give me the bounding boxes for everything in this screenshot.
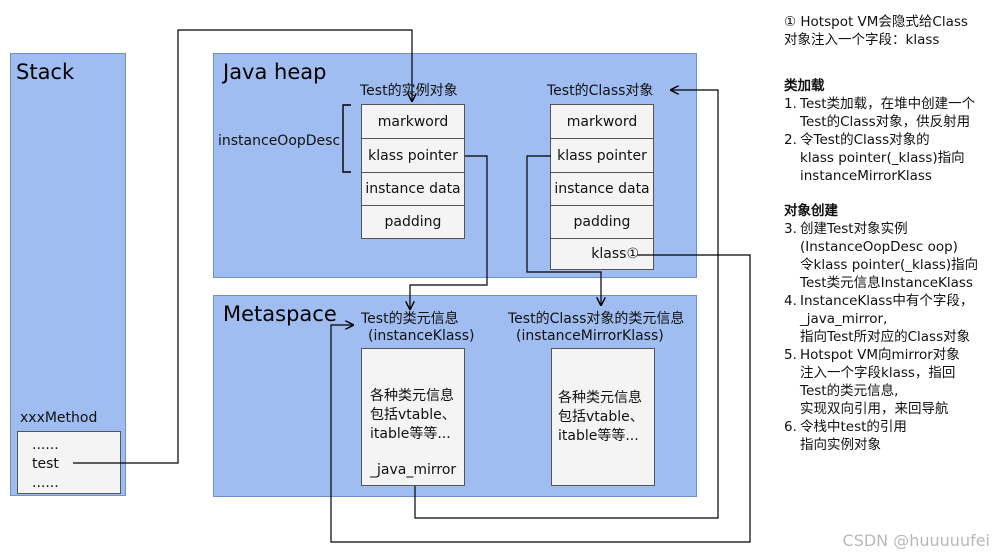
- class-object: markword klass pointer instance data pad…: [550, 104, 654, 270]
- java-heap-title: Java heap: [223, 60, 327, 84]
- mirror-klass-caption-line2: (instanceMirrorKlass): [516, 328, 664, 344]
- note-text: 创建Test对象实例 (InstanceOopDesc oop) 令klass …: [800, 221, 979, 291]
- note-text: 令栈中test的引用 指向实例对象: [800, 419, 907, 453]
- note-text: 令Test的Class对象的 klass pointer(_klass)指向 i…: [800, 132, 965, 184]
- instance-field-instance-data: instance data: [362, 173, 464, 206]
- note-item: 6. 令栈中test的引用 指向实例对象: [784, 418, 998, 454]
- note-text: InstanceKlass中有个字段， _java_mirror, 指向Test…: [800, 293, 974, 345]
- test-to-instance-arrow: [73, 29, 412, 464]
- instance-klass-box: 各种类元信息 包括vtable、 itable等等... _java_mirro…: [361, 348, 465, 486]
- note-item: 1. Test类加载，在堆中创建一个 Test的Class对象，供反射用: [784, 95, 998, 131]
- instance-klass-pointer-arrow: [410, 155, 488, 309]
- class-object-caption: Test的Class对象: [547, 83, 654, 99]
- instance-mirror-klass-body: 各种类元信息 包括vtable、 itable等等...: [558, 390, 644, 444]
- method-label: xxxMethod: [20, 410, 98, 426]
- instance-oop-desc-brace: [342, 104, 351, 173]
- note-number: 6.: [784, 419, 797, 435]
- class-klass-pointer-arrow: [526, 155, 601, 305]
- note-number: 4.: [784, 293, 797, 309]
- class-field-klass-pointer: klass pointer: [551, 139, 653, 173]
- klass-back-arrow: [330, 254, 751, 543]
- instance-field-padding: padding: [384, 214, 442, 230]
- note-text: Test类加载，在堆中创建一个 Test的Class对象，供反射用: [800, 96, 976, 130]
- notes-intro: ① Hotspot VM会隐式给Class 对象注入一个字段：klass: [784, 14, 968, 48]
- note-item: 5. Hotspot VM向mirror对象 注入一个字段klass，指回 Te…: [784, 346, 998, 418]
- watermark: CSDN @huuuuufei: [842, 531, 990, 550]
- note-item: 2. 令Test的Class对象的 klass pointer(_klass)指…: [784, 131, 998, 185]
- stack-title: Stack: [16, 60, 75, 84]
- instance-object: markword klass pointer instance data pad…: [361, 104, 465, 239]
- notes-panel: ① Hotspot VM会隐式给Class 对象注入一个字段：klass 类加载…: [784, 13, 998, 454]
- note-item: 4. InstanceKlass中有个字段， _java_mirror, 指向T…: [784, 292, 998, 346]
- section-class-loading-title: 类加载: [784, 78, 825, 94]
- metaspace-title: Metaspace: [223, 302, 337, 326]
- mirror-klass-caption-line1: Test的Class对象的类元信息: [508, 311, 685, 327]
- instance-caption: Test的实例对象: [360, 83, 458, 99]
- class-field-padding: padding: [551, 206, 653, 239]
- java-mirror-field: _java_mirror: [370, 462, 457, 478]
- instance-field-klass-pointer: klass pointer: [362, 139, 464, 173]
- frame-line-top: ......: [32, 437, 59, 453]
- note-number: 2.: [784, 132, 797, 148]
- java-mirror-arrow: [414, 90, 719, 519]
- class-field-markword: markword: [551, 105, 653, 139]
- note-text: Hotspot VM向mirror对象 注入一个字段klass，指回 Test的…: [800, 347, 960, 417]
- frame-line-bottom: ......: [32, 475, 59, 491]
- section-object-creation-title: 对象创建: [784, 203, 838, 219]
- note-number: 5.: [784, 347, 797, 363]
- instance-klass-body: 各种类元信息 包括vtable、 itable等等...: [370, 388, 456, 442]
- note-number: 1.: [784, 96, 797, 112]
- note-number: 3.: [784, 221, 797, 237]
- klass-caption-line2: (instanceKlass): [368, 328, 475, 344]
- note-item: 3. 创建Test对象实例 (InstanceOopDesc oop) 令kla…: [784, 220, 998, 292]
- instance-mirror-klass-box: 各种类元信息 包括vtable、 itable等等...: [551, 348, 655, 486]
- instance-oop-desc-label: instanceOopDesc: [218, 133, 341, 149]
- klass-caption-line1: Test的类元信息: [361, 311, 459, 327]
- instance-field-markword: markword: [362, 105, 464, 139]
- class-field-instance-data: instance data: [551, 173, 653, 206]
- class-field-klass: klass①: [591, 246, 639, 262]
- frame-line-test: test: [32, 456, 59, 472]
